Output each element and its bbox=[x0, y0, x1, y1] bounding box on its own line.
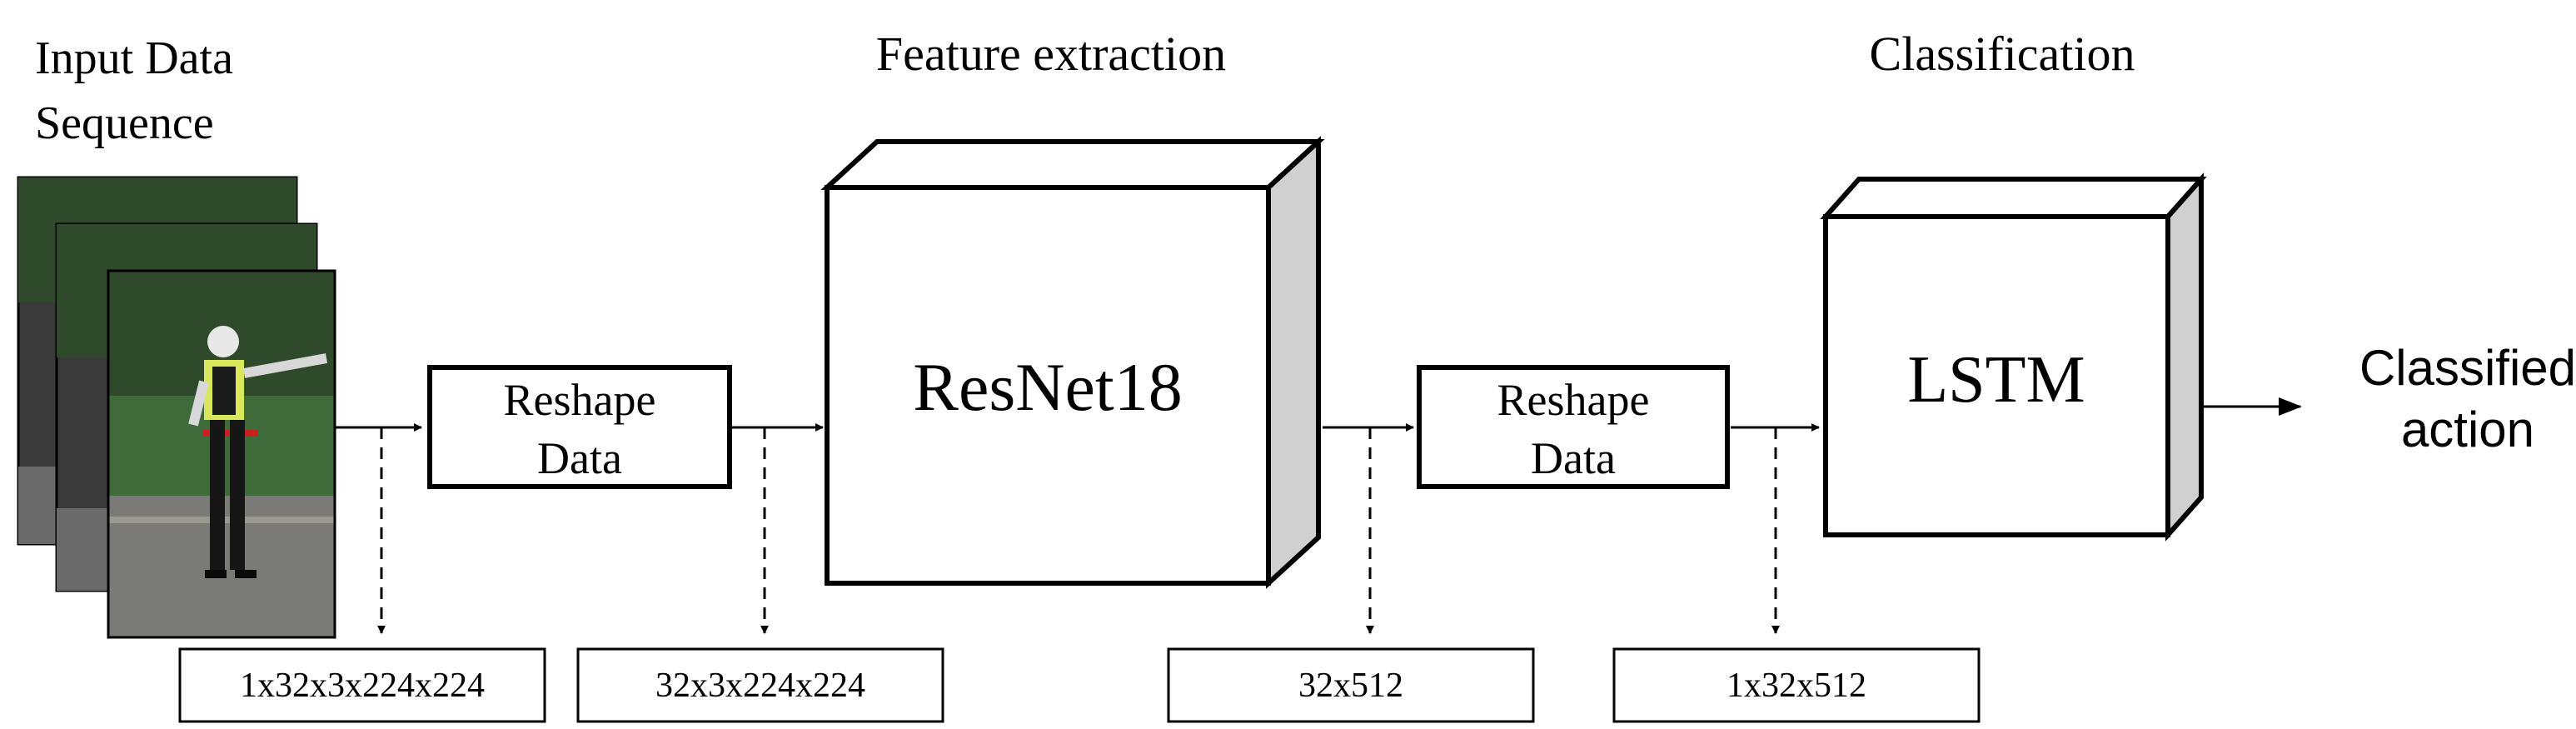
shape-label-3: 32x512 bbox=[1298, 667, 1403, 705]
shape-box-3 bbox=[1167, 647, 1535, 723]
image-frame-front bbox=[108, 271, 335, 637]
input-header-line1: Input Data bbox=[35, 32, 233, 84]
lstm-label: LSTM bbox=[1907, 343, 2085, 417]
lstm-block: LSTM bbox=[1820, 172, 2207, 542]
officer-figure bbox=[188, 326, 328, 578]
reshape-2-label-line2: Data bbox=[1531, 433, 1616, 483]
reshape-data-box-2 bbox=[1417, 365, 1730, 489]
resnet-cube-side bbox=[1266, 136, 1321, 589]
image-frame-front-border bbox=[107, 269, 336, 639]
resnet-cube-top bbox=[820, 139, 1325, 190]
resnet-cube-front bbox=[825, 185, 1271, 586]
input-header-line2: Sequence bbox=[35, 97, 214, 149]
shape-label-4: 1x32x512 bbox=[1726, 667, 1866, 705]
shape-box-1 bbox=[178, 647, 546, 723]
lstm-cube-side bbox=[2165, 172, 2204, 542]
output-label-line2: action bbox=[2401, 402, 2534, 457]
shape-label-2: 32x3x224x224 bbox=[655, 667, 865, 705]
reshape-2-label-line1: Reshape bbox=[1497, 375, 1650, 425]
output-label-line1: Classified bbox=[2359, 340, 2576, 396]
reshape-1-label-line2: Data bbox=[537, 433, 622, 483]
classification-header: Classification bbox=[1870, 27, 2135, 81]
shape-box-4 bbox=[1612, 647, 1981, 723]
reshape-1-label-line1: Reshape bbox=[504, 375, 656, 425]
lstm-cube-top bbox=[1820, 177, 2207, 219]
input-image-stack bbox=[17, 176, 336, 639]
feature-extraction-header: Feature extraction bbox=[876, 27, 1226, 81]
resnet18-label: ResNet18 bbox=[913, 349, 1182, 425]
resnet18-block: ResNet18 bbox=[820, 136, 1325, 589]
shape-label-1: 1x32x3x224x224 bbox=[240, 667, 485, 705]
lstm-cube-front bbox=[1823, 214, 2170, 537]
shape-box-2 bbox=[576, 647, 944, 723]
reshape-data-box-1 bbox=[427, 365, 732, 489]
